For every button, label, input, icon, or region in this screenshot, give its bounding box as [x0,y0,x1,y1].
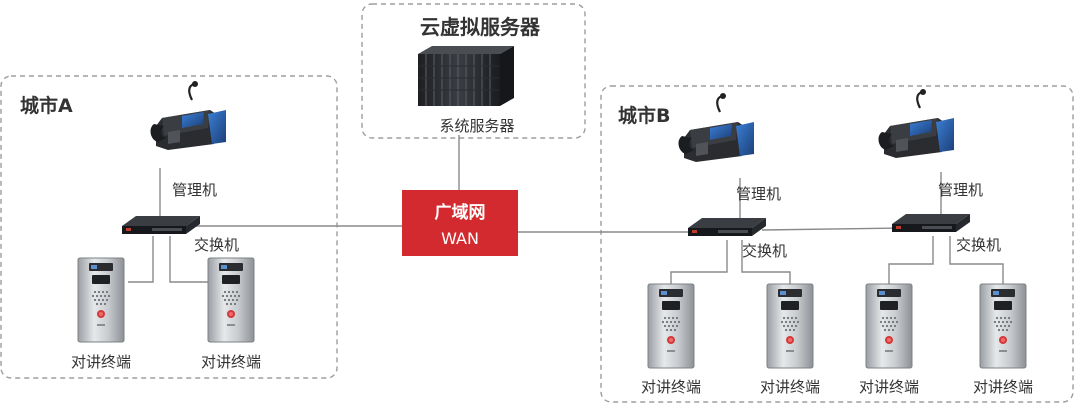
system-server-label: 系统服务器 [439,117,514,135]
city-a-manager-label: 管理机 [172,181,217,199]
region-city-b [600,85,1074,403]
city-b-switch-label: 交换机 [956,236,1001,254]
city-b-switch-label: 交换机 [742,242,787,260]
city-b-terminal-label: 对讲终端 [760,378,820,396]
intercom-terminal-icon [865,283,913,369]
intercom-terminal-icon [207,257,255,343]
link-cityB-switch1-t1 [670,240,728,286]
desk-phone-icon [149,79,228,152]
city-b-manager-label: 管理机 [938,181,983,199]
city-b-manager-label: 管理机 [736,185,781,203]
intercom-terminal-icon [766,283,814,369]
desk-phone-icon [877,87,956,160]
wan-subtitle: WAN [441,229,479,248]
city-b-terminal-label: 对讲终端 [859,378,919,396]
intercom-terminal-icon [77,257,125,343]
intercom-terminal-icon [979,283,1027,369]
link-cityB-switch2-t4 [949,236,1004,288]
intercom-terminal-icon [647,283,695,369]
city-b-title: 城市B [618,104,670,127]
link-switch1-switch2 [761,227,901,231]
city-b-terminal-label: 对讲终端 [641,378,701,396]
wan-node: 广域网 WAN [402,190,518,256]
region-cloud-server [361,3,586,139]
city-a-title: 城市A [20,94,73,117]
city-b-terminal-label: 对讲终端 [973,378,1033,396]
city-a-terminal-label: 对讲终端 [71,353,131,371]
link-cityB-switch1-t2 [741,240,791,288]
link-cityA-switch-t1 [128,236,154,283]
server-rack-icon [417,45,515,107]
city-a-terminal-label: 对讲终端 [201,353,261,371]
cloud-server-title: 云虚拟服务器 [420,15,541,39]
network-switch-icon [688,218,766,236]
network-switch-icon [122,216,200,234]
network-switch-icon [892,214,970,232]
desk-phone-icon [677,91,756,164]
link-cityB-switch2-t3 [888,236,934,288]
link-cityA-switch-t2 [169,236,210,283]
city-a-switch-label: 交换机 [194,236,239,254]
connection-lines [128,135,1004,288]
wan-title: 广域网 [435,202,486,223]
region-city-a [0,75,338,379]
